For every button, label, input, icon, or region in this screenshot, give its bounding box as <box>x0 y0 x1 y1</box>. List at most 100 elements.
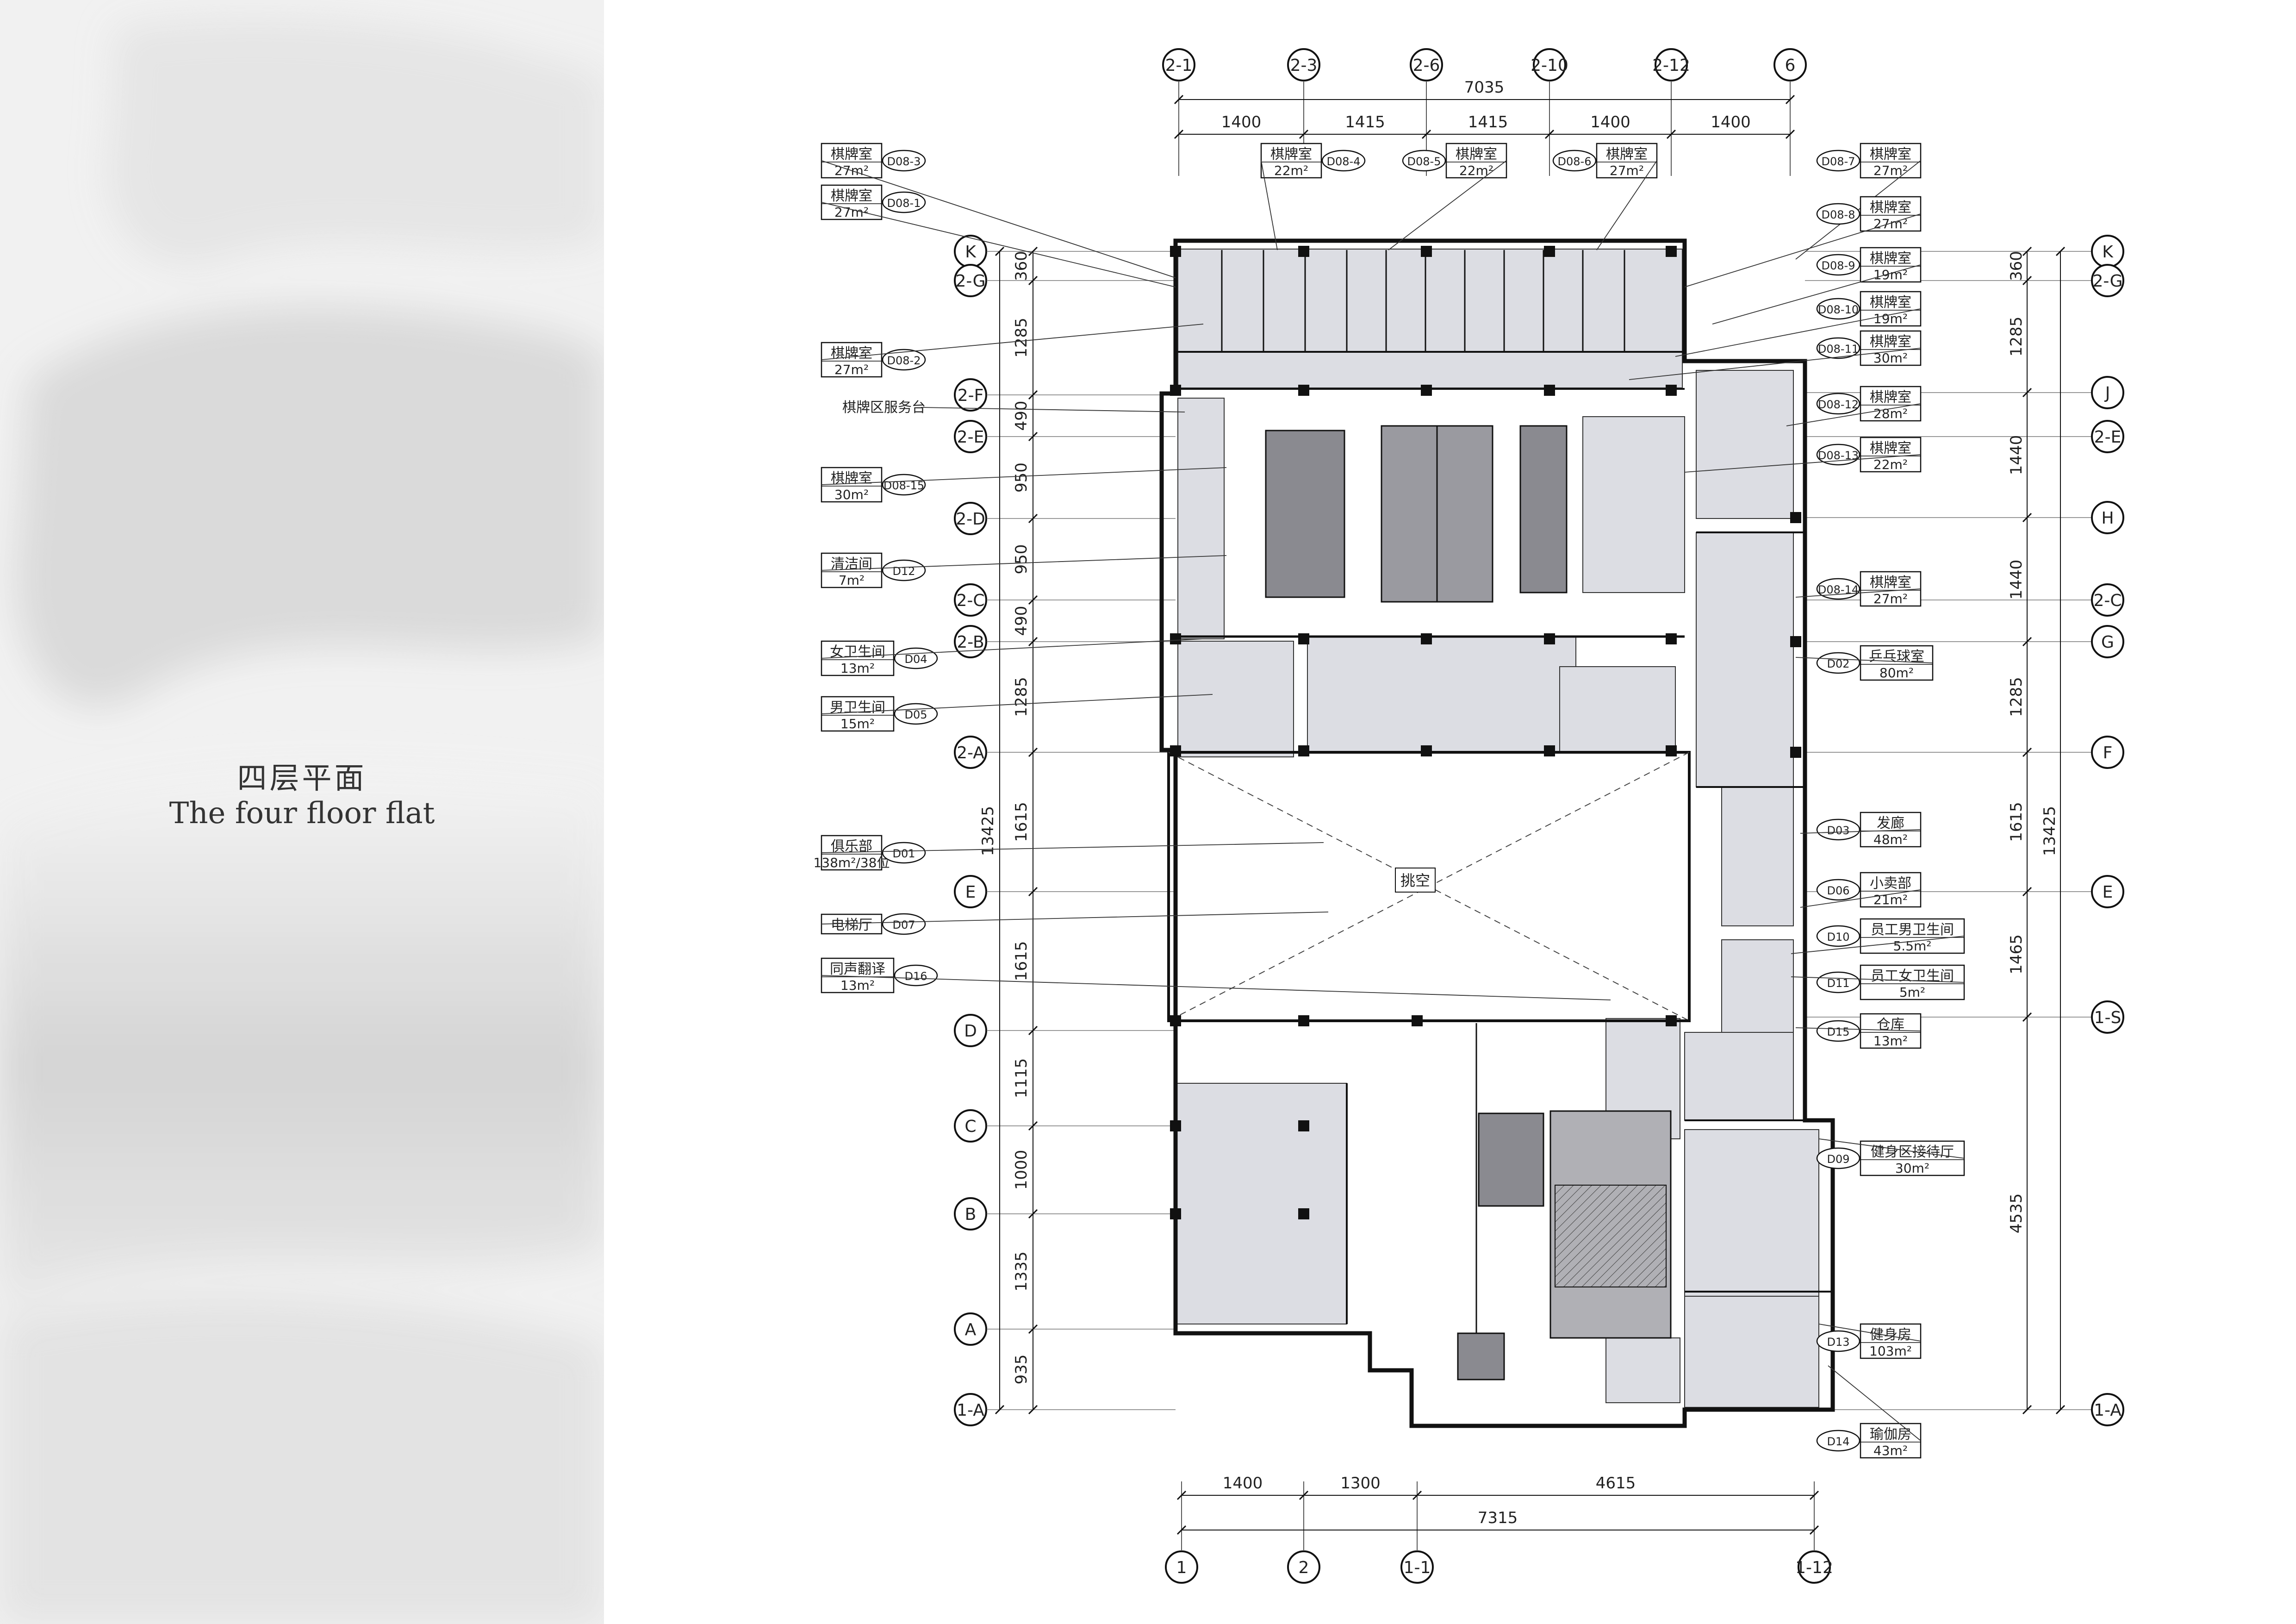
dim-tick <box>1028 390 1038 400</box>
grid-left-2-D: 2-D <box>956 510 985 529</box>
room-tag-leader <box>1795 588 1921 598</box>
grid-bottom-2: 2 <box>1299 1558 1309 1577</box>
structural-column <box>1412 1015 1423 1026</box>
room-tag-leader <box>1818 1138 1965 1159</box>
room-tag-area: 5.5m² <box>1893 938 1931 954</box>
structural-column <box>1170 246 1181 257</box>
grid-top-6: 6 <box>1785 56 1796 75</box>
room-tag-name: 健身区接待厅 <box>1871 1144 1954 1160</box>
grid-left-D-circle <box>954 1014 987 1047</box>
room-tag-code-oval <box>1816 879 1860 901</box>
dim-bottom-2: 4615 <box>1596 1474 1636 1493</box>
dim-tick <box>2022 1405 2032 1415</box>
stair-core-south <box>1478 1112 1544 1207</box>
room-tag-code: D08-2 <box>887 354 921 367</box>
structural-column <box>1421 745 1432 756</box>
room-tag-code: D14 <box>1827 1435 1849 1448</box>
dim-tick <box>1421 129 1431 139</box>
dim-right-5: 1615 <box>2007 802 2026 842</box>
room-tag-code-oval <box>1816 203 1860 225</box>
room-tag-area: 27m² <box>834 362 869 377</box>
dim-left-5: 490 <box>1012 606 1031 636</box>
room-tag-box <box>1860 1140 1965 1176</box>
room-tag-name: 棋牌室 <box>831 188 872 204</box>
room-tag-leader <box>1388 160 1507 250</box>
room-large-hall <box>1175 1083 1347 1324</box>
room-tag-name: 棋牌室 <box>1870 200 1911 216</box>
room-tag-area: 22m² <box>1873 457 1908 472</box>
dim-tick <box>1785 129 1795 139</box>
grid-left-C-circle <box>954 1109 987 1143</box>
structural-column <box>1170 1120 1181 1131</box>
structural-column <box>1790 747 1801 758</box>
grid-bottom-1-circle <box>1165 1550 1198 1584</box>
room-tag-box <box>1860 964 1965 1000</box>
dim-tick <box>1299 1490 1309 1500</box>
grid-left-D: D <box>964 1022 977 1041</box>
room-tag-area: 13m² <box>840 661 875 676</box>
dim-tick <box>1028 1121 1038 1131</box>
dim-right-2: 1440 <box>2007 435 2026 475</box>
room-tag-leader <box>821 842 1324 853</box>
grid-right-E-circle <box>2091 875 2124 908</box>
grid-right-E: E <box>2103 883 2113 902</box>
room-tag-code: D05 <box>904 708 927 721</box>
room-tag-code-oval <box>1816 337 1860 359</box>
dim-left-0: 360 <box>1012 251 1031 281</box>
room-card-middle <box>1582 416 1685 593</box>
room-tag-code: D04 <box>904 653 927 666</box>
dim-right-total: 13425 <box>2041 806 2059 856</box>
room-tag-code: D03 <box>1827 824 1849 837</box>
grid-left-2-F: 2-F <box>958 386 984 405</box>
dim-right-7: 4535 <box>2007 1193 2026 1234</box>
structural-column <box>1790 512 1801 523</box>
grid-left-2-E: 2-E <box>957 428 984 447</box>
room-tag-leader <box>821 202 1176 287</box>
room-tag-area: 48m² <box>1873 832 1908 847</box>
room-tag-leader <box>821 694 1213 714</box>
room-tag-area: 103m² <box>1869 1343 1912 1359</box>
grid-left-B-circle <box>954 1197 987 1230</box>
structural-column <box>1666 745 1677 756</box>
dim-tick <box>1809 1490 1819 1500</box>
grid-right-1-A: 1-A <box>2094 1401 2122 1420</box>
room-tag-code: D08-10 <box>1818 303 1859 316</box>
room-tag-code: D06 <box>1827 884 1849 897</box>
grid-bottom-1-1: 1-1 <box>1404 1558 1431 1577</box>
room-tag-code: D08-6 <box>1558 155 1592 168</box>
structural-column <box>1666 246 1677 257</box>
room-staff-wc <box>1721 939 1794 1033</box>
dim-tick <box>2022 246 2032 256</box>
room-tag-leader <box>1786 403 1921 426</box>
dim-tick <box>1028 1405 1038 1415</box>
room-tag-box <box>821 342 883 378</box>
grid-left-2-E-circle <box>954 420 987 453</box>
room-tag-area: 27m² <box>1873 216 1908 231</box>
room-tag-area: 19m² <box>1873 267 1908 282</box>
structural-column <box>1544 745 1555 756</box>
dim-tick <box>2022 747 2032 757</box>
room-tag-code: D07 <box>892 918 915 931</box>
room-tag-code-oval <box>1816 150 1860 172</box>
dim-top-3: 1400 <box>1590 113 1630 131</box>
room-tag-box <box>1860 247 1922 283</box>
dim-tick <box>1174 94 1184 105</box>
room-card-left <box>1177 398 1225 639</box>
structural-column <box>1544 246 1555 257</box>
room-tags-layer: 棋牌室27m²D08-3棋牌室27m²D08-1棋牌室27m²D08-2棋牌区服… <box>813 143 1965 1459</box>
dim-tick <box>1809 1525 1819 1535</box>
room-tag-code-oval <box>1816 1330 1860 1352</box>
room-tag-name: 棋牌室 <box>1270 146 1312 162</box>
